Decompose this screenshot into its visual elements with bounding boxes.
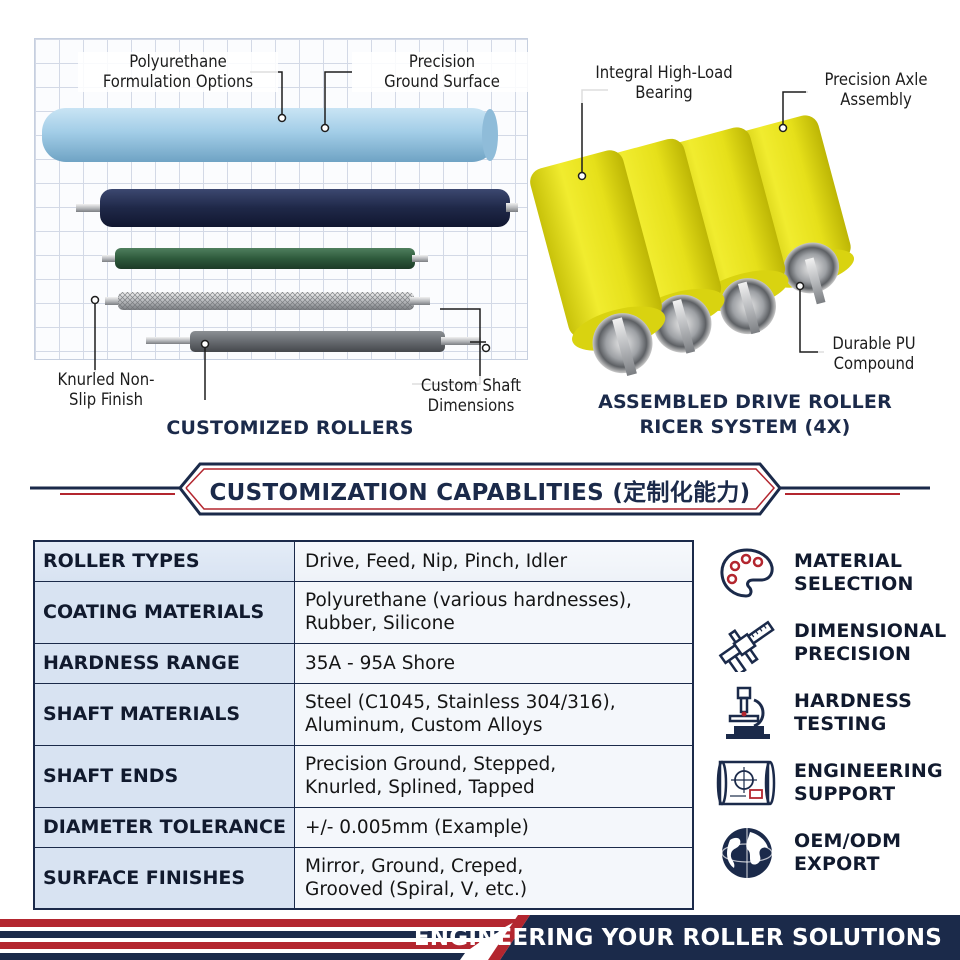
feature-label: OEM/ODM EXPORT bbox=[794, 830, 902, 875]
row-key: COATING MATERIALS bbox=[33, 580, 295, 644]
feature-label: DIMENSIONAL PRECISION bbox=[794, 620, 947, 665]
row-value: Polyurethane (various hardnesses), Rubbe… bbox=[293, 580, 694, 644]
table-row: HARDNESS RANGE 35A - 95A Shore bbox=[33, 642, 694, 684]
knurled-steel-roller bbox=[105, 292, 430, 310]
feature-oem-odm-export: OEM/ODM EXPORT bbox=[714, 824, 950, 886]
row-value: Precision Ground, Stepped, Knurled, Spli… bbox=[293, 744, 694, 808]
callout-bearing: Integral High-Load Bearing bbox=[578, 63, 750, 103]
feature-dimensional-precision: DIMENSIONAL PRECISION bbox=[714, 614, 950, 676]
dark-blue-roller bbox=[76, 189, 518, 227]
feature-label: MATERIAL SELECTION bbox=[794, 550, 914, 595]
capabilities-table: ROLLER TYPES Drive, Feed, Nip, Pinch, Id… bbox=[33, 540, 694, 910]
table-row: SHAFT MATERIALS Steel (C1045, Stainless … bbox=[33, 682, 694, 746]
footer-band: ENGINEERING YOUR ROLLER SOLUTIONS bbox=[0, 905, 960, 960]
banner-title: CUSTOMIZATION CAPABLITIES (定制化能力) bbox=[209, 480, 751, 506]
row-key: SHAFT ENDS bbox=[33, 744, 295, 808]
feature-engineering-support: ENGINEERING SUPPORT bbox=[714, 754, 950, 816]
feature-material-selection: MATERIAL SELECTION bbox=[714, 544, 950, 606]
footer-slogan: ENGINEERING YOUR ROLLER SOLUTIONS bbox=[413, 925, 942, 951]
callout-knurled: Knurled Non- Slip Finish bbox=[40, 370, 172, 410]
row-value: Mirror, Ground, Creped, Grooved (Spiral,… bbox=[293, 846, 694, 910]
callout-compound: Durable PU Compound bbox=[818, 334, 930, 374]
row-value: 35A - 95A Shore bbox=[293, 642, 694, 684]
callout-axle: Precision Axle Assembly bbox=[806, 70, 946, 110]
row-value: +/- 0.005mm (Example) bbox=[293, 806, 694, 848]
feature-label: HARDNESS TESTING bbox=[794, 690, 913, 735]
microscope-icon bbox=[726, 686, 770, 739]
section-banner: CUSTOMIZATION CAPABLITIES (定制化能力) bbox=[0, 458, 960, 522]
blueprint-icon bbox=[716, 760, 776, 806]
table-row: DIAMETER TOLERANCE +/- 0.005mm (Example) bbox=[33, 806, 694, 848]
banner-frame bbox=[30, 462, 930, 516]
green-roller bbox=[102, 248, 428, 269]
table-row: COATING MATERIALS Polyurethane (various … bbox=[33, 580, 694, 644]
table-row: ROLLER TYPES Drive, Feed, Nip, Pinch, Id… bbox=[33, 540, 694, 582]
row-value: Drive, Feed, Nip, Pinch, Idler bbox=[293, 540, 694, 582]
caption-drive-roller-system: ASSEMBLED DRIVE ROLLER RICER SYSTEM (4X) bbox=[598, 391, 892, 438]
table-row: SURFACE FINISHES Mirror, Ground, Creped,… bbox=[33, 846, 694, 910]
row-value: Steel (C1045, Stainless 304/316), Alumin… bbox=[293, 682, 694, 746]
gray-roller bbox=[146, 331, 481, 352]
row-key: SHAFT MATERIALS bbox=[33, 682, 295, 746]
globe-icon bbox=[721, 828, 773, 878]
callout-polyurethane: Polyurethane Formulation Options bbox=[78, 52, 278, 92]
product-illustrations: Polyurethane Formulation Options Precisi… bbox=[0, 0, 960, 455]
palette-icon bbox=[720, 548, 774, 598]
feature-hardness-testing: HARDNESS TESTING bbox=[714, 684, 950, 746]
callout-precision-ground: Precision Ground Surface bbox=[352, 52, 532, 92]
row-key: SURFACE FINISHES bbox=[33, 846, 295, 910]
caption-customized-rollers: CUSTOMIZED ROLLERS bbox=[166, 417, 414, 439]
feature-label: ENGINEERING SUPPORT bbox=[794, 760, 943, 805]
light-blue-roller bbox=[42, 108, 498, 162]
row-key: ROLLER TYPES bbox=[33, 540, 295, 582]
callout-custom-shaft: Custom Shaft Dimensions bbox=[404, 376, 538, 416]
row-key: HARDNESS RANGE bbox=[33, 642, 295, 684]
caliper-icon bbox=[718, 620, 775, 672]
row-key: DIAMETER TOLERANCE bbox=[33, 806, 295, 848]
footer-stripes bbox=[0, 915, 960, 960]
roller-illustrations bbox=[42, 71, 855, 400]
table-row: SHAFT ENDS Precision Ground, Stepped, Kn… bbox=[33, 744, 694, 808]
yellow-drive-rollers bbox=[530, 115, 855, 377]
